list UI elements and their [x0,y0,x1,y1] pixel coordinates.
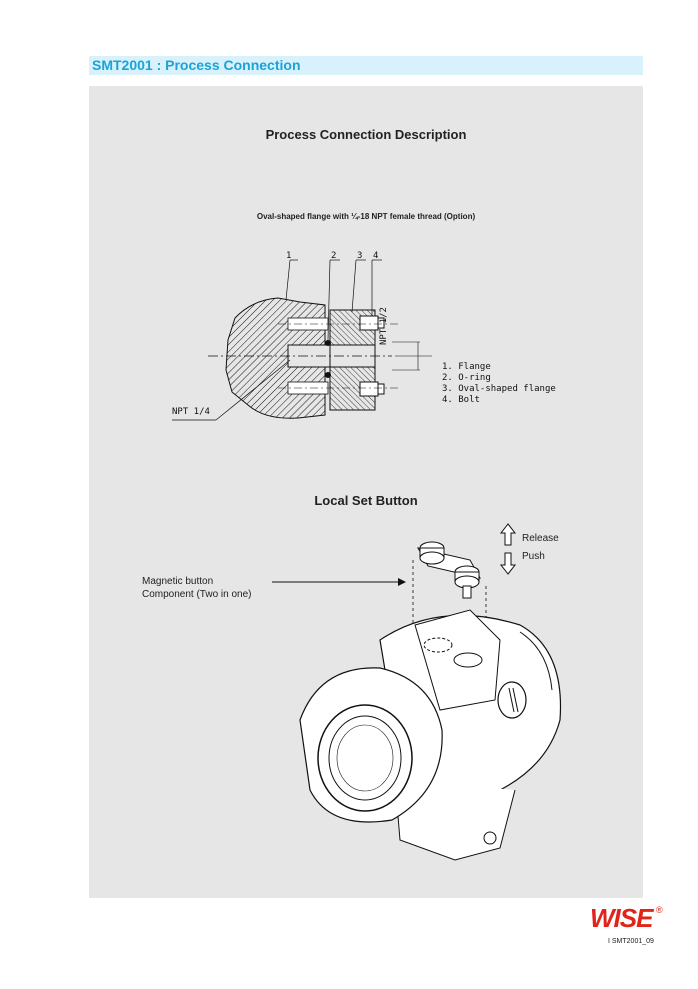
legend-item: 2. O-ring [442,373,491,383]
legend-item: 4. Bolt [442,395,480,405]
process-connection-title: Process Connection Description [265,127,467,142]
npt-quarter-label: NPT 1/4 [172,407,210,417]
local-set-button-title: Local Set Button [314,493,418,508]
registered-mark: ® [656,905,663,915]
o-ring-top [325,340,331,346]
wise-logo: WISE [590,903,653,933]
legend-item: 1. Flange [442,362,491,372]
section-header-bar: SMT2001 : Process Connection [89,56,643,75]
page-code: I SMT2001_09 [608,938,654,945]
transmitter-housing [299,609,562,861]
callout-2: 2 [331,251,337,261]
up-arrow-icon [499,523,517,546]
magnetic-button-component [417,541,481,599]
legend-item: 3. Oval-shaped flange [442,384,556,394]
push-label: Push [522,551,545,562]
component-label: Component (Two in one) [142,589,252,600]
callout-1: 1 [286,251,292,261]
flange-caption: Oval-shaped flange with ¼-18 NPT female … [256,212,476,221]
callout-3: 3 [357,251,363,261]
o-ring-bottom [325,372,331,378]
release-label: Release [522,533,559,544]
callout-4: 4 [373,251,379,261]
magnetic-button-label: Magnetic button [142,576,214,587]
page-title: SMT2001 : Process Connection [92,57,301,73]
down-arrow-icon [499,552,517,575]
